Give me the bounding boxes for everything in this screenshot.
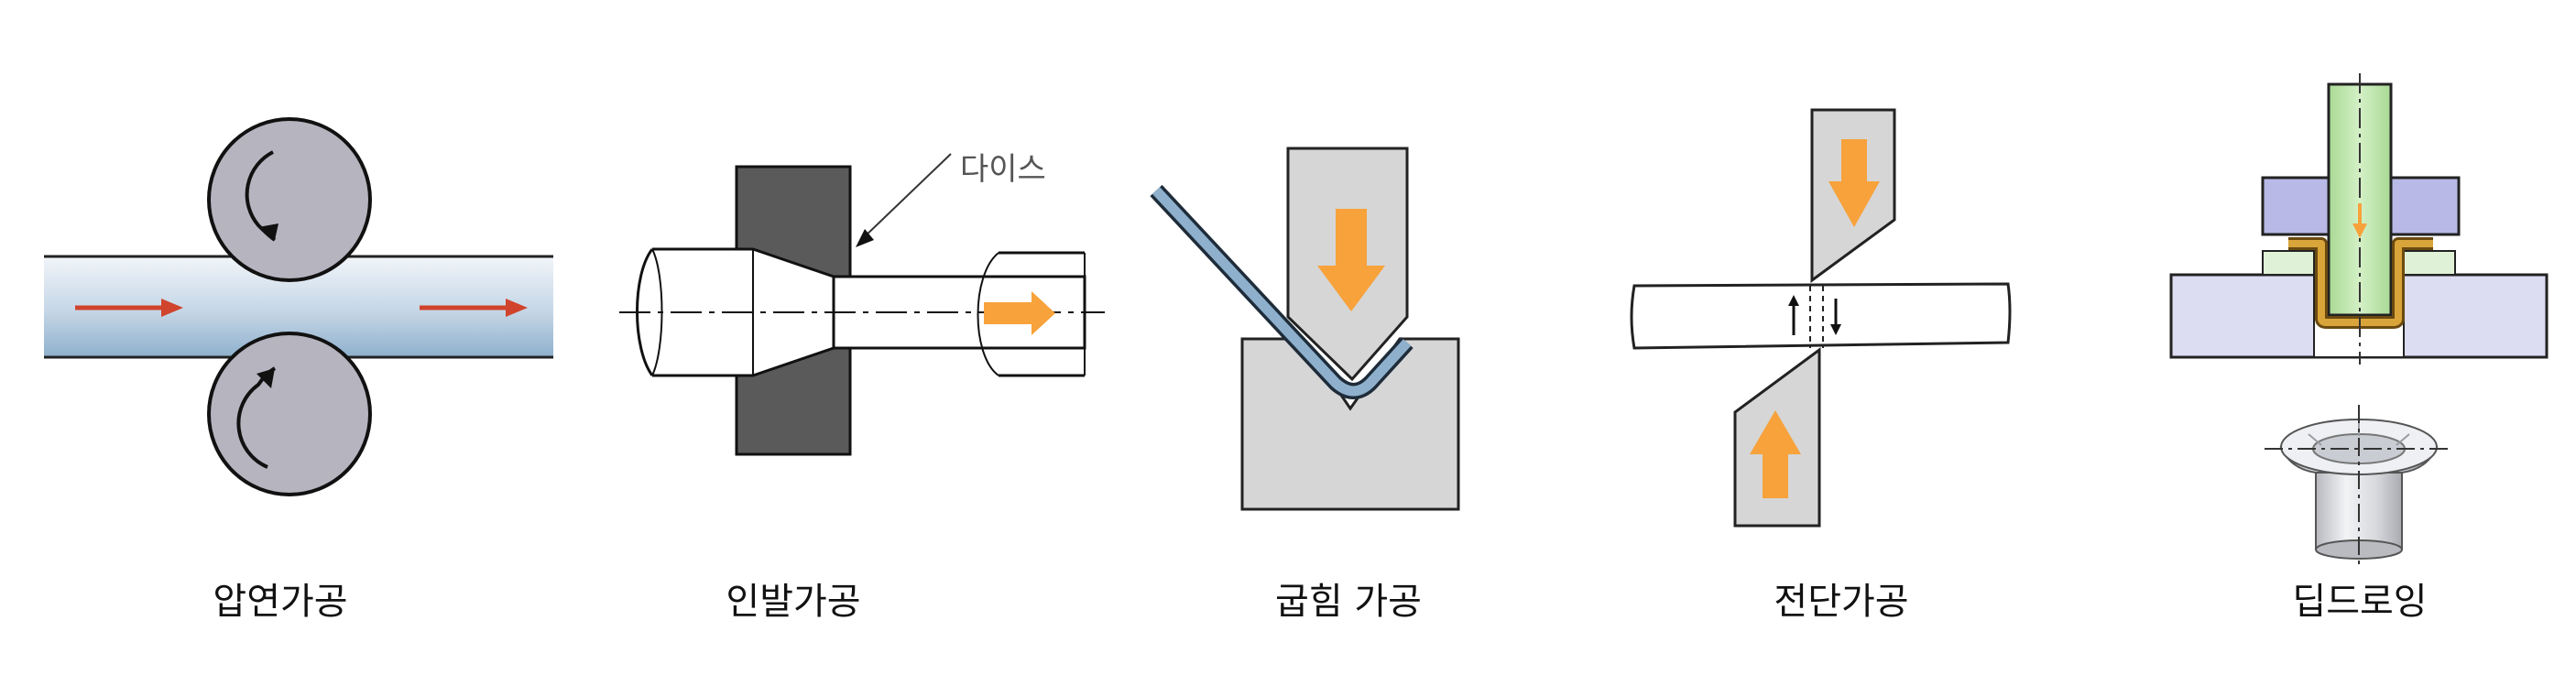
caption-deep-drawing: 딥드로잉 — [2292, 581, 2427, 623]
caption-shearing: 전단가공 — [1774, 581, 1908, 623]
caption-bending: 굽힘 가공 — [1275, 581, 1422, 623]
bending-press-arrow — [1336, 209, 1367, 266]
shearing-panel: 전단가공 — [1630, 108, 2012, 623]
blank-holder-right — [2378, 176, 2461, 236]
drawing-direction-arrow — [984, 302, 1031, 324]
lower-roller — [207, 332, 372, 496]
caption-rolling: 압연가공 — [213, 581, 347, 623]
deep-drawing-panel: 딥드로잉 — [2169, 73, 2549, 623]
finished-cup — [2265, 405, 2453, 568]
sheet-bar — [1630, 282, 2012, 350]
upper-press-arrow — [1841, 139, 1867, 181]
bending-panel: 굽힘 가공 — [1150, 147, 1460, 623]
rolling-panel: 압연가공 — [44, 117, 553, 623]
label-dies: 다이스 — [960, 151, 1046, 188]
drawing-panel: 다이스 인발가공 — [619, 151, 1105, 623]
caption-drawing: 인발가공 — [726, 581, 860, 623]
lower-press-arrow — [1763, 454, 1788, 498]
upper-roller — [207, 117, 372, 282]
